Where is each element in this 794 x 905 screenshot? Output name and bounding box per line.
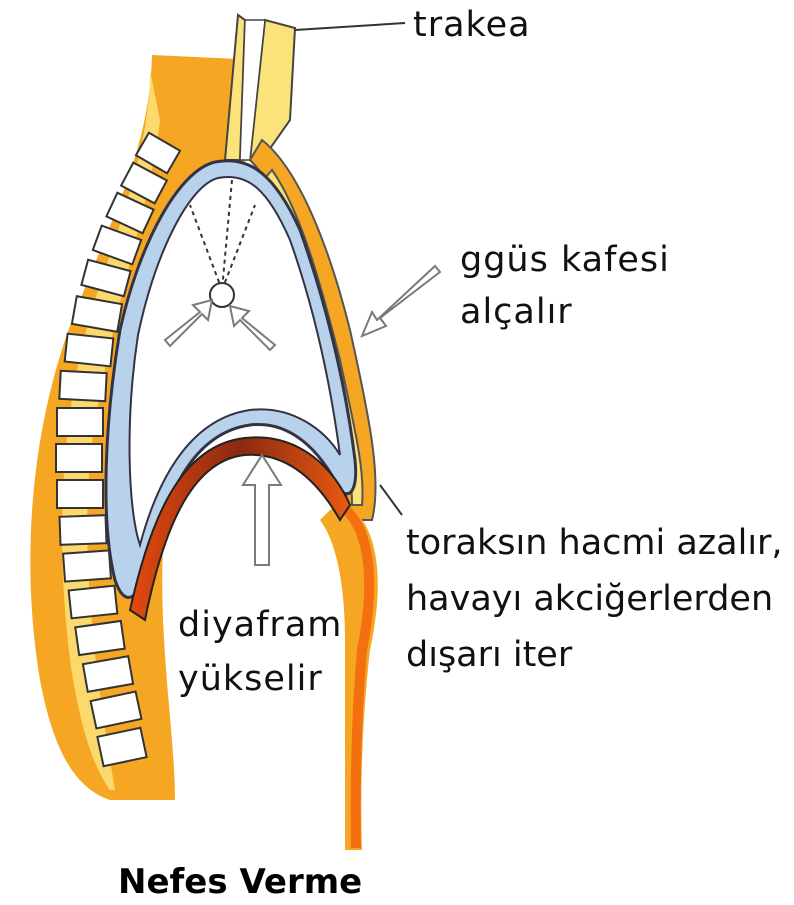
- diagram-caption: Nefes Verme: [118, 862, 362, 902]
- chest-label-line2: alçalır: [460, 285, 573, 339]
- trachea-label: trakea: [413, 0, 531, 52]
- trachea: [225, 15, 295, 160]
- thorax-leader-line: [380, 485, 402, 515]
- chest-label-line1: ggüs kafesi: [460, 233, 670, 287]
- chest-inward-arrow: [362, 266, 440, 336]
- thorax-label-line2: havayı akciğerlerden: [406, 572, 773, 626]
- diaphragm-label-line1: diyafram: [178, 598, 342, 652]
- thorax-label-line1: toraksın hacmi azalır,: [406, 516, 783, 570]
- diaphragm-label-line2: yükselir: [178, 652, 323, 706]
- trachea-leader-line: [295, 23, 405, 30]
- diaphragm-up-arrow: [243, 455, 281, 565]
- thorax-label-line3: dışarı iter: [406, 628, 572, 682]
- alveolus: [210, 283, 234, 307]
